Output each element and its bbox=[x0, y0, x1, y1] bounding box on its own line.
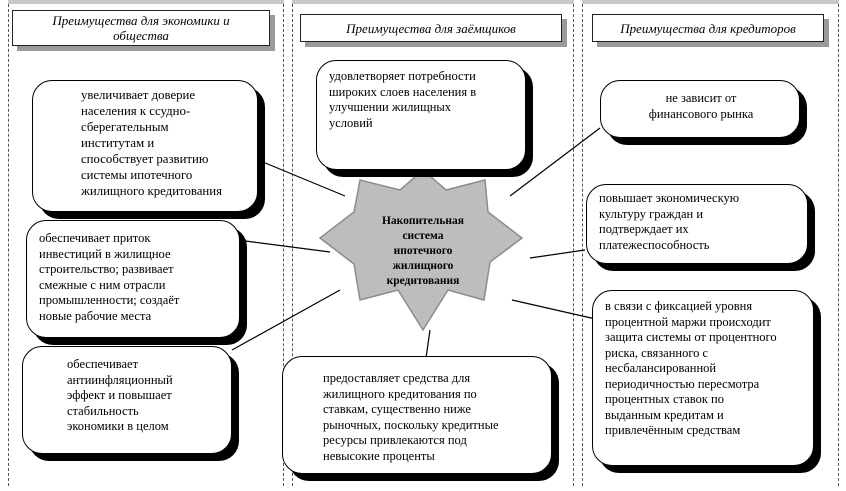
bubble-economy-inflation: обеспечивает антиинфляционный эффект и п… bbox=[22, 346, 232, 454]
column-borrowers bbox=[292, 4, 574, 486]
center-label: Накопительная система ипотечного жилищно… bbox=[381, 215, 465, 287]
connector-right-1 bbox=[509, 127, 601, 197]
bubble-creditors-market: не зависит от финансового рынка bbox=[600, 80, 800, 138]
column-creditors bbox=[582, 4, 839, 486]
connector-left-2 bbox=[237, 239, 331, 253]
top-strip-left bbox=[8, 0, 284, 4]
center-star bbox=[318, 169, 524, 332]
column-economy bbox=[8, 4, 284, 486]
bubble-borrowers-needs: удовлетворяет потребности широких слоев … bbox=[316, 60, 526, 170]
header-borrowers: Преимущества для заёмщиков bbox=[300, 14, 562, 42]
header-creditors: Преимущества для кредиторов bbox=[592, 14, 824, 42]
header-economy: Преимущества для экономики и общества bbox=[12, 10, 270, 46]
top-strip-right bbox=[582, 0, 839, 4]
connector-left-3 bbox=[231, 289, 341, 351]
top-strip-middle bbox=[292, 0, 574, 4]
bubble-borrowers-rates: предоставляет средства для жилищного кре… bbox=[282, 356, 552, 474]
connector-left-1 bbox=[257, 159, 346, 197]
bubble-economy-trust: увеличивает доверие населения к ссудно- … bbox=[32, 80, 258, 212]
connector-right-2 bbox=[529, 249, 586, 259]
connector-right-3 bbox=[511, 299, 601, 321]
bubble-creditors-risk: в связи с фиксацией уровня процентной ма… bbox=[592, 290, 814, 466]
bubble-creditors-culture: повышает экономическую культуру граждан … bbox=[586, 184, 808, 264]
bubble-economy-investment: обеспечивает приток инвестиций в жилищно… bbox=[26, 220, 240, 338]
